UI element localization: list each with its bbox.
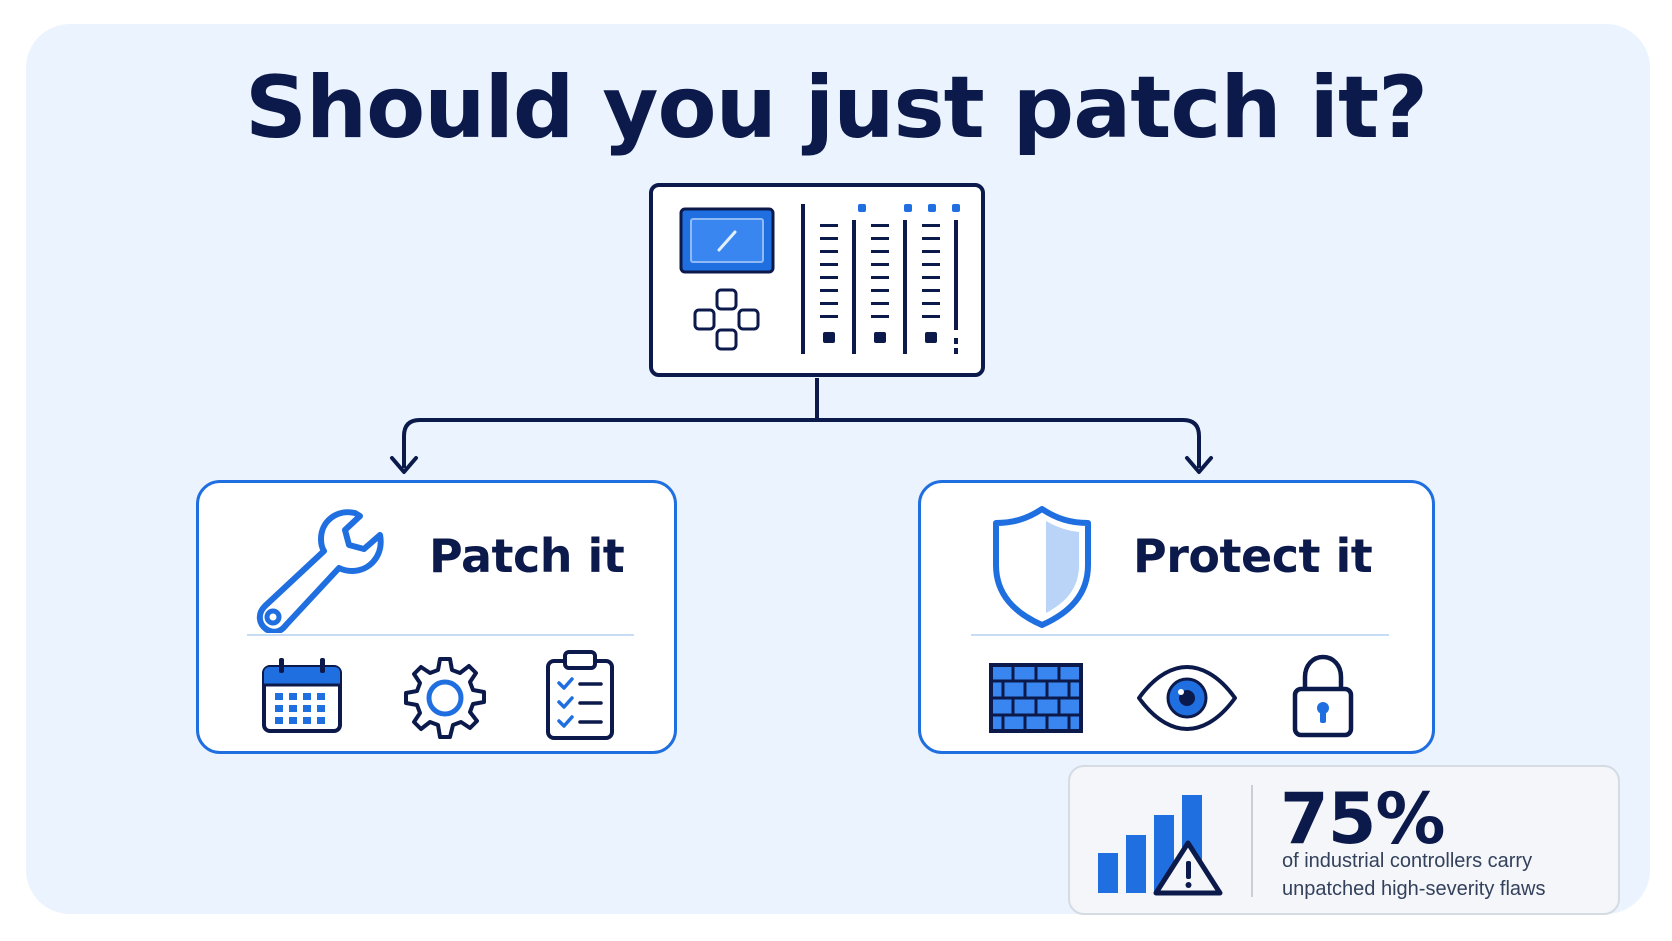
- option-card-patch[interactable]: Patch it: [196, 480, 677, 754]
- option-card-protect[interactable]: Protect it: [918, 480, 1435, 754]
- option-label: Patch it: [429, 529, 625, 583]
- calendar-icon: [262, 658, 342, 733]
- card-divider: [971, 634, 1389, 636]
- gear-icon: [404, 657, 486, 739]
- branch-connector: [390, 378, 1213, 474]
- page-title: Should you just patch it?: [244, 58, 1428, 158]
- stat-description: of industrial controllers carry unpatche…: [1282, 850, 1546, 900]
- industrial-controller-icon: [649, 183, 985, 377]
- eye-icon: [1137, 665, 1237, 731]
- wrench-icon: [256, 509, 384, 633]
- firewall-icon: [989, 663, 1083, 733]
- stat-callout: 75% of industrial controllers carry unpa…: [1068, 765, 1620, 915]
- lock-icon: [1292, 654, 1354, 738]
- shield-icon: [993, 506, 1091, 628]
- stat-separator: [1251, 785, 1253, 897]
- option-label: Protect it: [1133, 529, 1373, 583]
- stat-value: 75%: [1280, 778, 1446, 860]
- checklist-icon: [546, 650, 614, 740]
- card-divider: [247, 634, 634, 636]
- bar-chart-warning-icon: [1098, 795, 1223, 896]
